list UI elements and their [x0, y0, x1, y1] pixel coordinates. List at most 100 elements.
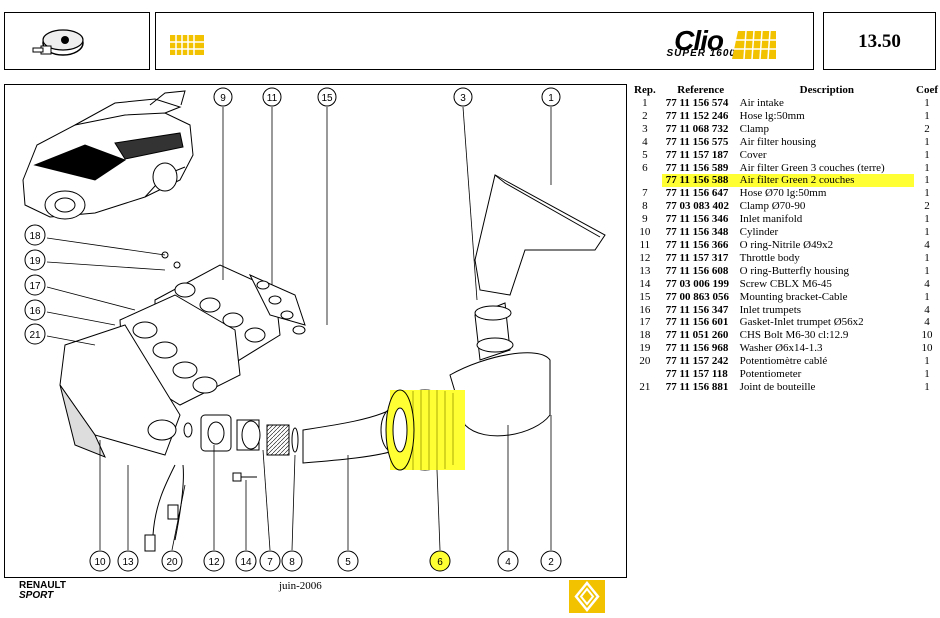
header-part-icon-box	[4, 12, 150, 70]
row-coef: 1	[924, 368, 930, 381]
header-rep: Rep.	[634, 84, 656, 97]
row-reference: 77 03 083 402	[665, 200, 730, 213]
row-coef: 1	[924, 148, 930, 161]
exploded-diagram: 9 11 15 3 1 18 19 17 16 21 10 13 20 12 1…	[4, 84, 627, 578]
row-rep: 21	[639, 380, 651, 393]
row-coef: 1	[924, 213, 930, 226]
callout-label: 12	[208, 557, 220, 568]
row-rep: 5	[642, 148, 648, 161]
callout-14: 14	[235, 550, 257, 572]
callout-label: 16	[29, 306, 41, 317]
row-description: CHS Bolt M6-30 cl:12.9	[739, 329, 849, 342]
callout-label: 20	[166, 557, 178, 568]
row-rep: 8	[642, 200, 648, 213]
row-coef: 1	[924, 161, 930, 174]
callout-label: 10	[94, 557, 106, 568]
callout-18: 18	[24, 224, 46, 246]
row-reference: 77 11 156 589	[665, 161, 729, 174]
row-coef: 1	[924, 380, 930, 393]
callouts: 9 11 15 3 1 18 19 17 16 21 10 13 20 12 1…	[24, 87, 562, 572]
row-reference: 77 11 156 366	[665, 238, 729, 251]
row-coef: 1	[924, 187, 930, 200]
callout-8: 8	[281, 550, 303, 572]
callout-label: 21	[29, 330, 41, 341]
callout-label: 9	[220, 93, 226, 104]
row-coef: 1	[924, 109, 930, 122]
row-description: Air intake	[739, 97, 784, 109]
row-description: Clamp	[739, 122, 769, 135]
row-reference: 77 11 156 968	[665, 342, 729, 355]
row-description: Potentiomètre cablé	[739, 355, 828, 368]
row-coef: 1	[924, 135, 930, 148]
callout-15: 15	[317, 87, 337, 107]
header-coef: Coef	[916, 84, 939, 97]
callout-label: 5	[345, 557, 351, 568]
air-filter-highlighted	[385, 389, 465, 471]
page-number: 13.50	[858, 31, 901, 52]
callout-3: 3	[453, 87, 473, 107]
model-sub-logo: SUPER 1600	[666, 48, 736, 59]
row-rep: 16	[639, 303, 651, 316]
callout-label: 1	[548, 93, 554, 104]
brand-logo-line2: SPORT	[19, 590, 54, 601]
callout-label: 14	[240, 557, 252, 568]
row-description: Inlet manifold	[739, 213, 803, 226]
row-rep	[628, 174, 662, 187]
row-description: Inlet trumpets	[739, 303, 802, 316]
table-header-row: Rep. Reference Description Coef	[628, 84, 940, 97]
exploded-parts-drawing: 9 11 15 3 1 18 19 17 16 21 10 13 20 12 1…	[22, 87, 606, 572]
row-coef: 1	[924, 226, 930, 239]
row-description: Air filter Green 3 couches (terre)	[739, 161, 885, 174]
row-description: Joint de bouteille	[739, 380, 816, 393]
row-reference: 77 11 156 608	[665, 264, 729, 277]
row-reference: 77 00 863 056	[665, 290, 730, 303]
row-rep: 7	[642, 187, 648, 200]
callout-7: 7	[259, 550, 281, 572]
callout-12: 12	[203, 550, 225, 572]
row-rep: 11	[639, 238, 651, 251]
row-reference: 77 11 152 246	[665, 109, 729, 122]
model-logo: Clio	[674, 25, 724, 56]
callout-16: 16	[24, 299, 46, 321]
row-rep: 1	[642, 97, 648, 109]
row-description: Gasket-Inlet trumpet Ø56x2	[739, 316, 864, 329]
row-reference: 77 11 156 348	[665, 226, 729, 239]
row-reference: 77 11 157 317	[665, 251, 729, 264]
row-description: Clamp Ø70-90	[739, 200, 806, 213]
row-description: Throttle body	[739, 251, 800, 264]
row-coef: 1	[924, 290, 930, 303]
row-description: Mounting bracket-Cable	[739, 290, 848, 303]
row-rep: 18	[639, 329, 651, 342]
row-coef: 1	[924, 97, 930, 109]
row-description: Hose Ø70 lg:50mm	[739, 187, 827, 200]
row-reference: 77 11 156 647	[665, 187, 729, 200]
row-description: Screw CBLX M6-45	[739, 277, 832, 290]
callout-label: 7	[267, 557, 273, 568]
row-reference: 77 11 068 732	[665, 122, 729, 135]
callout-19: 19	[24, 249, 46, 271]
stripe-graphic-right	[732, 31, 776, 59]
car-illustration	[22, 90, 194, 220]
stripe-graphic-left	[170, 35, 204, 55]
callout-17: 17	[24, 274, 46, 296]
air-intake-drawing	[474, 174, 606, 296]
header-reference: Reference	[677, 84, 725, 97]
callout-label: 13	[122, 557, 134, 568]
callout-6-highlighted: 6	[429, 550, 451, 572]
row-description: O ring-Butterfly housing	[739, 264, 850, 277]
callout-2: 2	[540, 550, 562, 572]
